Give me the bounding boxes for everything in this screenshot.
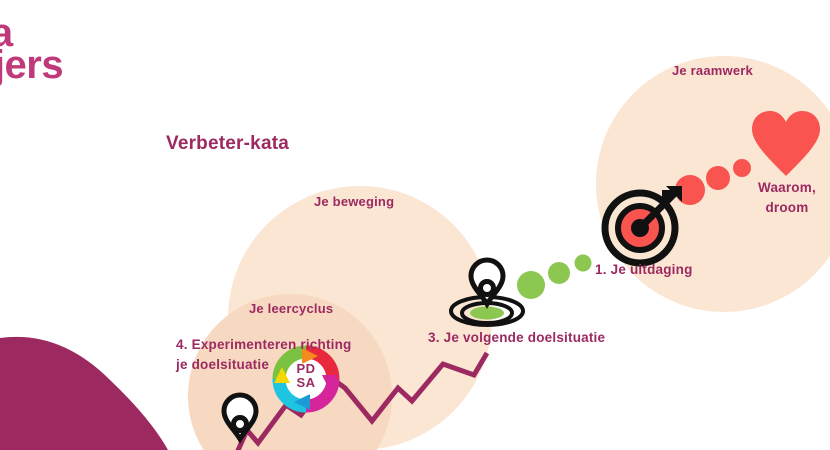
pdsa-text-pd: PD [296, 361, 316, 376]
progress-dot-green-medium [548, 262, 570, 284]
zone-label-raamwerk: Je raamwerk [672, 63, 753, 78]
pdsa-wheel-icon [272, 345, 340, 413]
pdsa-center-text: PD SA [286, 362, 326, 389]
progress-dot-red-large [675, 175, 705, 205]
progress-dot-green-small [574, 254, 592, 272]
progress-dot-green-large [517, 271, 545, 299]
zone-label-beweging: Je beweging [314, 194, 395, 209]
logo-text-line1: ta [0, 11, 13, 55]
progress-dot-red-small [733, 159, 751, 177]
step-label-4-experimenteren: 4. Experimenteren richting je doelsituat… [176, 337, 352, 373]
page-title: Verbeter-kata [166, 133, 290, 154]
pdsa-text-sa: SA [296, 374, 316, 390]
heart-icon [752, 111, 820, 176]
improvement-zigzag-path [235, 351, 490, 450]
target-icon [601, 186, 682, 267]
heart-caption: Waarom, droom [758, 180, 816, 216]
step-label-3-volgende-doelsituatie: 3. Je volgende doelsituatie [428, 330, 606, 345]
logo-text-line2: njers [0, 43, 64, 87]
location-pin-icon-step3 [449, 257, 525, 327]
location-pin-icon-step2 [221, 392, 259, 444]
progress-dot-red-medium [706, 166, 730, 190]
step-label-1-uitdaging: 1. Je uitdaging [595, 262, 693, 277]
corner-accent-shape [0, 336, 168, 450]
zone-label-leercyclus: Je leercyclus [249, 301, 334, 316]
